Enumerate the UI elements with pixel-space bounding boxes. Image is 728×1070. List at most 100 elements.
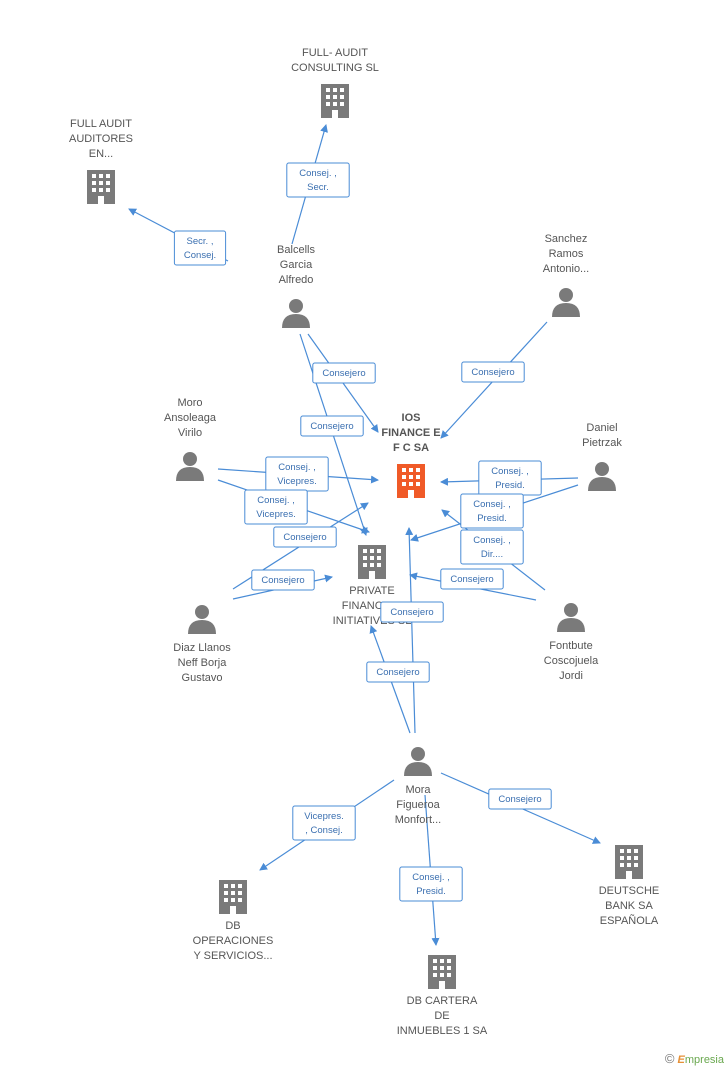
edge-mora-to-ios: [405, 527, 416, 734]
relation-label-text: Consej. ,: [257, 495, 295, 506]
node-label: Virilo: [178, 427, 202, 439]
relation-label[interactable]: Consej. , Presid.: [460, 493, 524, 529]
relation-label[interactable]: Consejero: [312, 362, 376, 384]
empresia-credit[interactable]: © Empresia: [665, 1051, 724, 1066]
relation-label-text: Consejero: [498, 794, 541, 805]
relation-label[interactable]: Consejero: [440, 568, 504, 590]
node-label: Gustavo: [182, 672, 223, 684]
relation-label-text: Presid.: [416, 886, 446, 897]
node-ios[interactable]: IOS FINANCE E F C SA: [381, 412, 441, 498]
node-label: DEUTSCHE: [599, 885, 660, 897]
relation-label-text: Consejero: [471, 367, 514, 378]
node-label: AUDITORES: [69, 133, 133, 145]
node-label: FINANCE E: [381, 427, 440, 439]
node-label: IOS: [402, 412, 421, 424]
relation-label-text: Consejero: [376, 667, 419, 678]
person-icon: [404, 747, 432, 776]
relation-label[interactable]: Consejero: [273, 526, 337, 548]
node-label: F C SA: [393, 442, 429, 454]
relation-label[interactable]: Consej. , Presid.: [399, 866, 463, 902]
node-label: Ramos: [549, 248, 584, 260]
node-label: Pietrzak: [582, 437, 622, 449]
relation-label-text: Presid.: [477, 513, 507, 524]
node-label: Jordi: [559, 670, 583, 682]
building-icon: [87, 170, 115, 204]
relation-label[interactable]: Consej. , Dir....: [460, 529, 524, 565]
relation-label-text: Vicepres.: [277, 476, 316, 487]
relation-label-text: Secr.: [307, 182, 329, 193]
node-mora[interactable]: MoraFigueroaMonfort...: [395, 747, 441, 826]
node-label: CONSULTING SL: [291, 62, 379, 74]
node-label: Ansoleaga: [164, 412, 217, 424]
relation-label-text: Presid.: [495, 480, 525, 491]
person-icon: [588, 462, 616, 491]
brand-name: mpresia: [684, 1054, 724, 1066]
relation-label-text: Consejero: [450, 574, 493, 585]
relation-label-text: Consejero: [390, 607, 433, 618]
relation-label[interactable]: Consej. , Secr.: [286, 162, 350, 198]
node-label: Balcells: [277, 244, 315, 256]
node-sanchez[interactable]: SanchezRamosAntonio...: [543, 233, 589, 317]
relation-label[interactable]: Secr. ,Consej.: [173, 230, 227, 266]
node-label: Mora: [405, 784, 431, 796]
person-icon: [552, 288, 580, 317]
person-icon: [188, 605, 216, 634]
relation-label-text: Consejero: [310, 421, 353, 432]
relation-label-text: Consej. ,: [412, 872, 450, 883]
relation-label-text: Consej. ,: [278, 462, 316, 473]
relation-label[interactable]: Consejero: [488, 788, 552, 810]
node-label: Garcia: [280, 259, 313, 271]
relation-label[interactable]: Consej. , Vicepres.: [265, 456, 329, 492]
relation-label-text: Consejero: [261, 575, 304, 586]
relation-label-text: Consej. ,: [473, 535, 511, 546]
building-icon: [615, 845, 643, 879]
relation-label[interactable]: Consejero: [251, 569, 315, 591]
relation-label-text: Consej. ,: [491, 466, 529, 477]
node-label: Neff Borja: [178, 657, 228, 669]
building-icon: [219, 880, 247, 914]
node-label: Y SERVICIOS...: [193, 950, 272, 962]
person-icon: [176, 452, 204, 481]
relation-label[interactable]: Consejero: [461, 361, 525, 383]
relation-label[interactable]: Consejero: [300, 415, 364, 437]
node-fullaudit_auditores[interactable]: FULL AUDITAUDITORESEN...: [69, 118, 133, 204]
building-icon: [358, 545, 386, 579]
copyright-symbol: ©: [664, 1051, 675, 1066]
relation-label-text: Dir....: [481, 549, 503, 560]
brand-initial: E: [677, 1054, 685, 1066]
relation-label[interactable]: Vicepres. , Consej.: [292, 805, 356, 841]
node-label: Monfort...: [395, 814, 441, 826]
relation-label-text: Vicepres.: [304, 811, 343, 822]
node-label: Moro: [177, 397, 202, 409]
nodes-layer: IOS FINANCE E F C SA FULL- AUDITCONSULTING …: [69, 47, 659, 1037]
relation-label-text: Consej. ,: [473, 499, 511, 510]
node-label: INMUEBLES 1 SA: [397, 1025, 488, 1037]
person-icon: [282, 299, 310, 328]
relation-label[interactable]: Consej. , Presid.: [478, 460, 542, 496]
node-label: ESPAÑOLA: [600, 914, 659, 927]
relation-label[interactable]: Consejero: [380, 601, 444, 623]
node-label: DB: [225, 920, 240, 932]
edge-labels-layer: Consej. ,Secr.Secr. ,Consej.ConsejeroCon…: [173, 162, 552, 902]
relation-label[interactable]: Consej. ,Vicepres.: [244, 489, 308, 525]
node-label: Alfredo: [279, 274, 314, 286]
node-label: Diaz Llanos: [173, 642, 231, 654]
node-label: FULL AUDIT: [70, 118, 132, 130]
node-label: Daniel: [586, 422, 617, 434]
relation-label[interactable]: Consejero: [366, 661, 430, 683]
node-label: DB CARTERA: [407, 995, 478, 1007]
relation-label-text: Consejero: [322, 368, 365, 379]
node-label: Fontbute: [549, 640, 592, 652]
relation-label-text: Consej. ,: [299, 168, 337, 179]
node-label: Coscojuela: [544, 655, 599, 667]
relation-label-text: , Consej.: [305, 825, 343, 836]
